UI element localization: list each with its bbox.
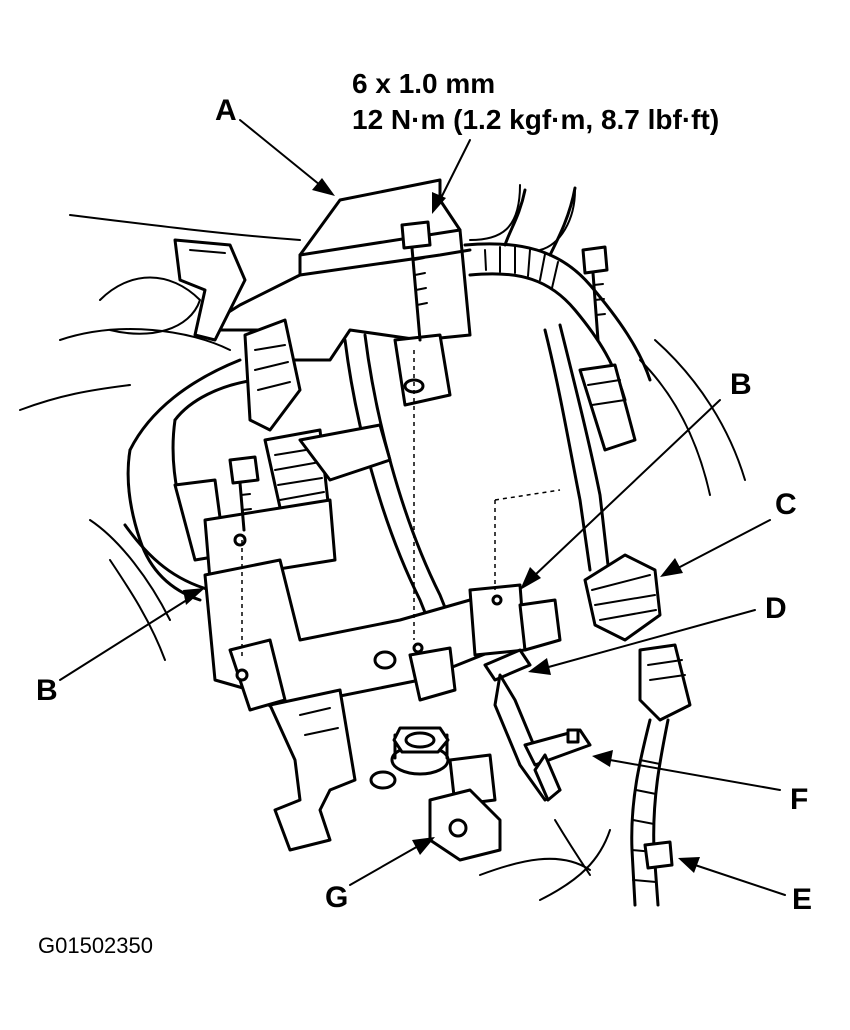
bolts xyxy=(228,220,609,660)
callout-B-right: B xyxy=(730,368,752,401)
lower-mounting-bracket xyxy=(203,558,562,852)
right-connectors xyxy=(578,363,692,870)
torque-spec-size: 6 x 1.0 mm xyxy=(352,68,496,99)
leader-lines xyxy=(59,119,786,896)
callout-C: C xyxy=(775,488,797,521)
harness-clips xyxy=(483,648,592,802)
upper-bracket-assembly xyxy=(173,178,472,407)
center-bolt-and-sensor xyxy=(390,646,502,862)
callout-B-left: B xyxy=(36,674,58,707)
left-connector-cluster xyxy=(173,318,392,582)
wiring-harness xyxy=(123,186,670,907)
callout-G: G xyxy=(325,881,349,914)
callout-F: F xyxy=(790,783,809,816)
engine-background-lines xyxy=(19,184,746,901)
figure-id: G01502350 xyxy=(38,933,153,958)
callout-E: E xyxy=(792,883,813,916)
callout-A: A xyxy=(215,94,237,127)
torque-spec-value: 12 N·m (1.2 kgf·m, 8.7 lbf·ft) xyxy=(352,104,720,135)
callout-D: D xyxy=(765,592,787,625)
